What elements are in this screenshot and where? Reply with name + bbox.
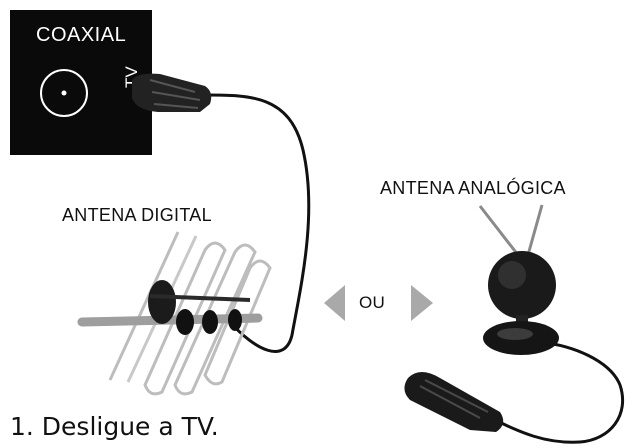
analog-antenna-cable <box>494 341 625 444</box>
digital-antenna-label: ANTENA DIGITAL <box>62 205 212 225</box>
digital-antenna <box>77 231 272 396</box>
analog-cable-plug <box>404 372 504 432</box>
right-arrow-icon <box>411 285 433 321</box>
left-arrow-icon <box>324 285 345 321</box>
choice-label: OU <box>359 293 386 312</box>
step-caption: 1. Desligue a TV. <box>10 412 219 441</box>
digital-antenna-cable <box>204 93 311 353</box>
coaxial-label: COAXIAL <box>36 24 127 46</box>
analog-antenna <box>478 204 559 355</box>
coaxial-panel: COAXIAL TV <box>10 10 152 155</box>
analog-antenna-label: ANTENA ANALÓGICA <box>380 178 566 198</box>
coaxial-socket-icon <box>40 69 88 117</box>
